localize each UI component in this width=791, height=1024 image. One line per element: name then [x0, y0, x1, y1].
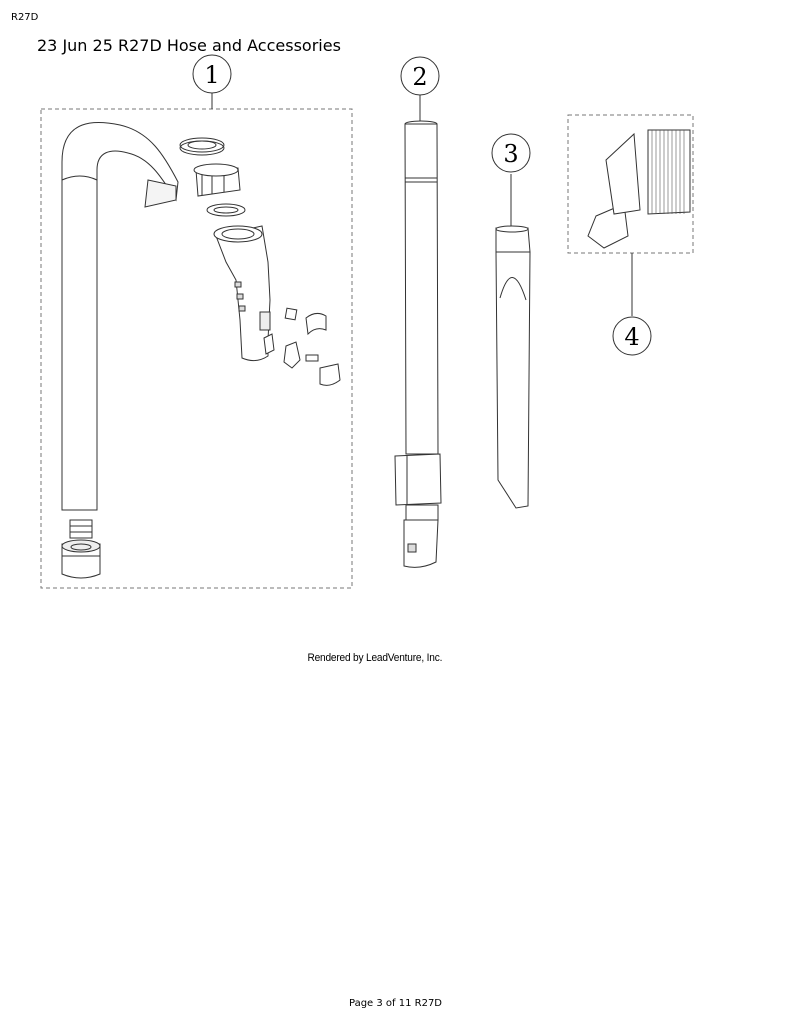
cap-part [319, 363, 341, 386]
part-4-brush[interactable] [567, 114, 694, 316]
part-2-wand[interactable] [394, 93, 442, 568]
callout-label-2: 2 [412, 63, 427, 91]
callout-circle-1 [192, 54, 232, 94]
seal-ring-top [179, 137, 225, 153]
callout-label-3: 3 [503, 140, 518, 168]
callout-circle-2 [400, 56, 440, 96]
latch-part [305, 312, 327, 336]
rendered-by-note: Rendered by LeadVenture, Inc. [307, 652, 443, 664]
callout-label-1: 1 [204, 61, 219, 89]
small-clip [284, 307, 298, 321]
hose-tube [61, 121, 179, 511]
hose-end-nut [61, 543, 101, 579]
crevice-body [495, 251, 531, 509]
page-footer: Page 3 of 11 R27D [348, 998, 443, 1009]
page-title: 23 Jun 25 R27D Hose and Accessories [37, 36, 341, 55]
callout-label-4: 4 [624, 323, 639, 351]
wand-tube [404, 123, 439, 455]
wand-collar [394, 453, 442, 506]
callout-circle-3 [491, 133, 531, 173]
header-code: R27D [11, 12, 39, 23]
callout-circle-4 [612, 316, 652, 356]
seal-ring-bottom [206, 203, 246, 217]
button-part [283, 341, 301, 369]
part-3-crevice-tool[interactable] [495, 174, 531, 509]
part-1-hose-group[interactable] [40, 93, 353, 589]
hose-cuff [69, 519, 93, 539]
hose-handle [215, 225, 271, 362]
